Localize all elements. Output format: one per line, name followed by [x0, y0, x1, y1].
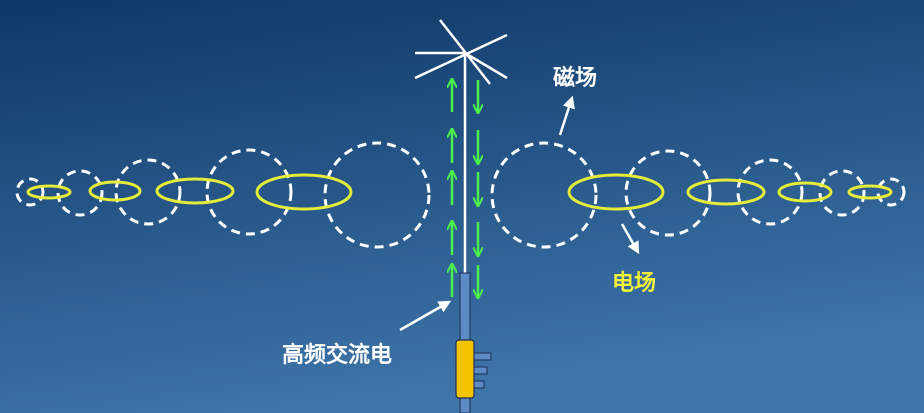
- electric-field-loop: [88, 180, 142, 202]
- magnetic-field-loop: [624, 149, 712, 237]
- electric-field-loop: [567, 173, 665, 211]
- electric-field-loop: [847, 184, 893, 200]
- electric-field-loop: [255, 173, 353, 211]
- feed-box: [455, 339, 475, 399]
- electric-field-pointer-arrow: [620, 223, 640, 255]
- antenna: [414, 19, 508, 274]
- connector-bar: [473, 380, 485, 389]
- connector-bar: [473, 366, 488, 375]
- magnetic-field-loop: [736, 158, 804, 226]
- magnetic-field-loop: [114, 158, 182, 226]
- electric-field-loop: [686, 178, 766, 206]
- electric-field-loop: [155, 177, 235, 205]
- hf-ac-label: 高频交流电: [282, 342, 392, 368]
- hf-ac-pointer-arrow: [399, 300, 452, 332]
- magnetic-field-loop: [490, 141, 598, 249]
- magnetic-field-loops: [15, 141, 906, 249]
- magnetic-field-label: 磁场: [553, 65, 597, 91]
- magnetic-field-loop: [876, 177, 906, 207]
- magnetic-field-loop: [205, 148, 293, 236]
- magnetic-field-loop: [818, 169, 866, 217]
- current-arrows: [452, 80, 478, 297]
- antenna-spoke: [464, 51, 508, 80]
- electric-field-loops: [26, 173, 893, 211]
- magnetic-field-loop: [15, 177, 45, 207]
- connector-bar: [473, 352, 492, 361]
- magnetic-field-loop: [56, 169, 104, 217]
- electric-field-loop: [777, 181, 833, 203]
- antenna-spoke: [414, 33, 508, 80]
- electric-field-label: 电场: [612, 270, 656, 296]
- magnetic-field-pointer-arrow: [558, 95, 575, 136]
- electric-field-loop: [26, 184, 72, 200]
- magnetic-field-loop: [323, 141, 431, 249]
